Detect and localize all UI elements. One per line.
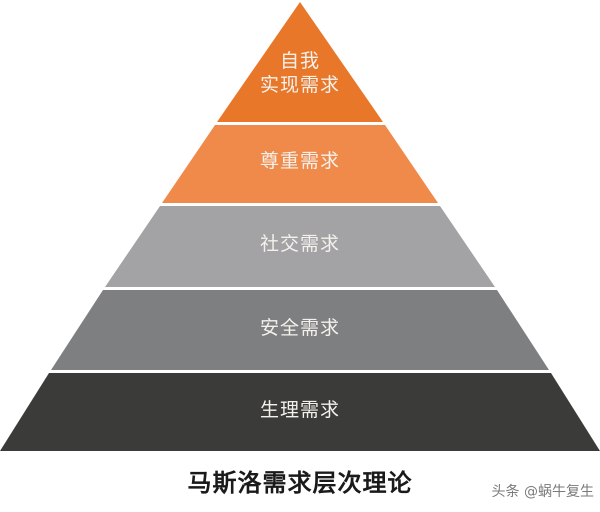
tier-label-line1: 自我	[279, 50, 320, 72]
tier-label-physiological: 生理需求	[259, 399, 340, 421]
tier-physiological	[0, 373, 600, 451]
tier-label-self-actualization: 自我 实现需求	[0, 50, 600, 98]
pyramid-diagram	[0, 2, 600, 451]
diagram-title: 马斯洛需求层次理论	[187, 469, 413, 497]
tier-esteem	[162, 125, 438, 203]
watermark: 头条 @蜗牛复生	[491, 484, 594, 500]
tier-social	[105, 206, 495, 287]
tier-safety	[51, 290, 549, 370]
tier-label-social: 社交需求	[259, 233, 340, 255]
tier-label-line2: 实现需求	[259, 73, 340, 96]
tier-label-safety: 安全需求	[259, 317, 340, 339]
tier-self-actualization	[217, 2, 383, 122]
tier-label-esteem: 尊重需求	[259, 150, 340, 172]
